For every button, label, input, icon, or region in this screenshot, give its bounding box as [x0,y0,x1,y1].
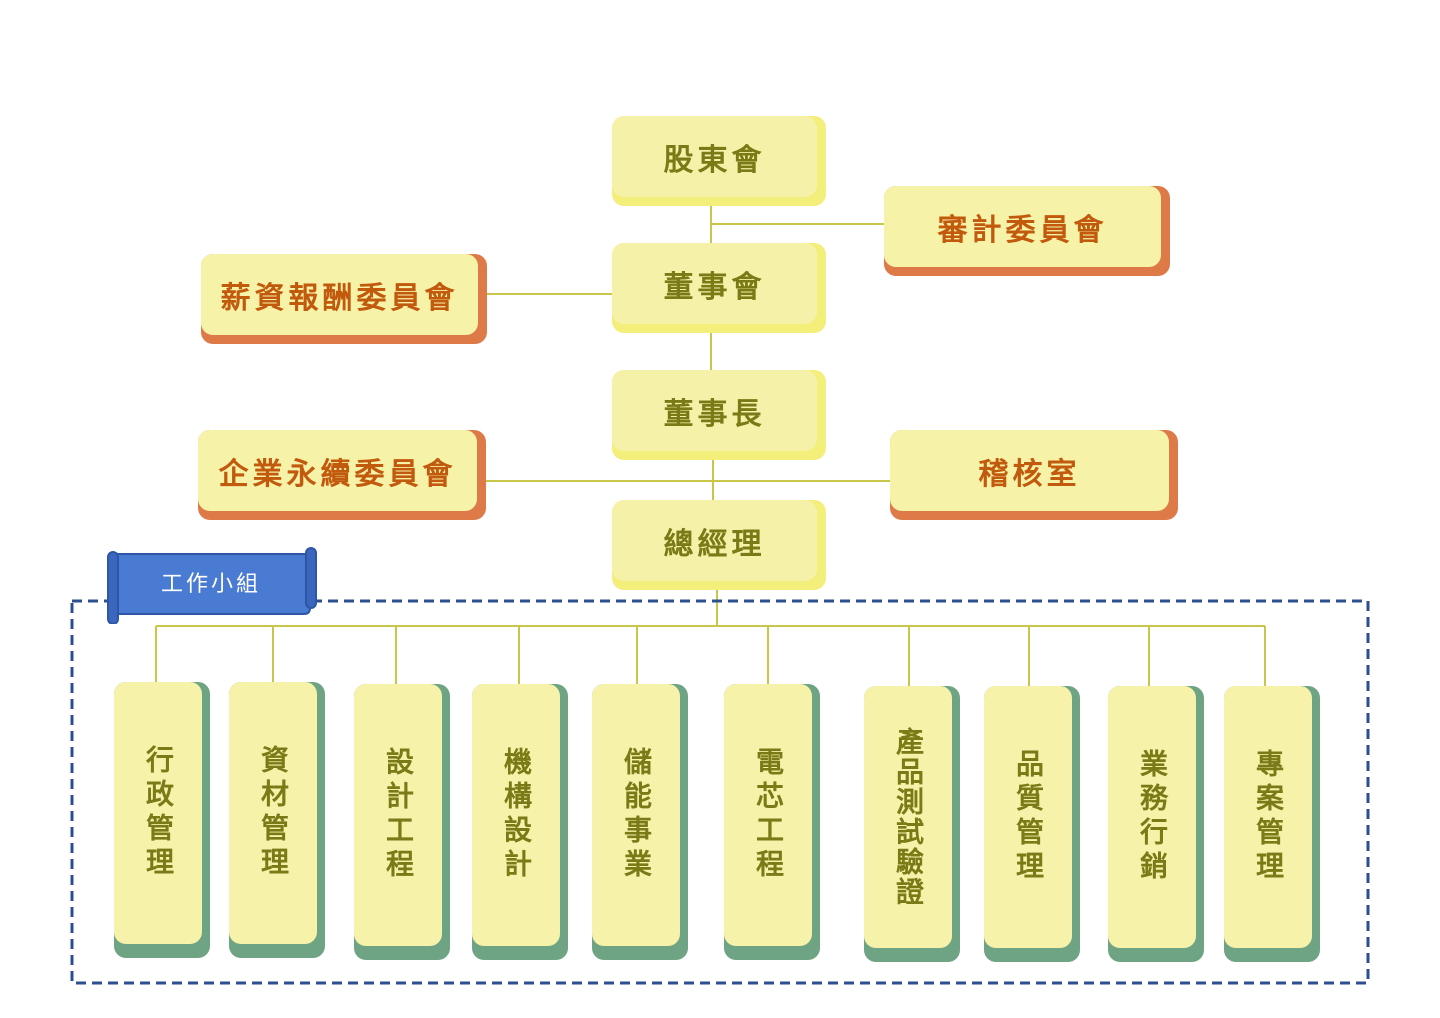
department-label: 電芯工程 [752,747,785,883]
department-box: 產品測試驗證 [864,686,960,962]
chairman-box: 董事長 [612,370,826,460]
department-label: 資材管理 [257,745,290,881]
department-label: 機構設計 [500,747,533,883]
scroll-shape-icon [107,547,317,624]
work-group-frame [70,599,1370,985]
audit-committee-label: 審計委員會 [937,212,1108,248]
shareholders-label: 股東會 [663,142,766,178]
internal-audit-box: 稽核室 [890,430,1178,520]
department-label: 業務行銷 [1136,749,1169,885]
sustainability-committee-label: 企業永續委員會 [218,456,457,492]
general-manager-label: 總經理 [663,526,766,562]
work-group-banner: 工作小組 [104,546,318,624]
compensation-committee-box: 薪資報酬委員會 [201,254,487,344]
department-box: 品質管理 [984,686,1080,962]
department-label: 產品測試驗證 [892,727,925,907]
department-label: 行政管理 [142,745,175,881]
department-box: 行政管理 [114,682,210,958]
department-box: 機構設計 [472,684,568,960]
chairman-label: 董事長 [663,396,766,432]
work-group-banner-label: 工作小組 [160,572,261,597]
general-manager-box: 總經理 [612,500,826,590]
connector-group [155,200,1266,688]
department-box: 專案管理 [1224,686,1320,962]
audit-committee-box: 審計委員會 [884,186,1170,276]
sustainability-committee-box: 企業永續委員會 [198,430,486,520]
department-label: 品質管理 [1012,749,1045,885]
compensation-committee-label: 薪資報酬委員會 [220,280,459,316]
department-box: 資材管理 [229,682,325,958]
internal-audit-label: 稽核室 [978,456,1081,492]
department-label: 設計工程 [382,747,415,883]
department-label: 專案管理 [1252,749,1285,885]
board-label: 董事會 [663,269,766,305]
department-box: 設計工程 [354,684,450,960]
department-label: 儲能事業 [620,747,653,883]
board-box: 董事會 [612,243,826,333]
shareholders-box: 股東會 [612,116,826,206]
department-box: 電芯工程 [724,684,820,960]
department-box: 儲能事業 [592,684,688,960]
department-box: 業務行銷 [1108,686,1204,962]
